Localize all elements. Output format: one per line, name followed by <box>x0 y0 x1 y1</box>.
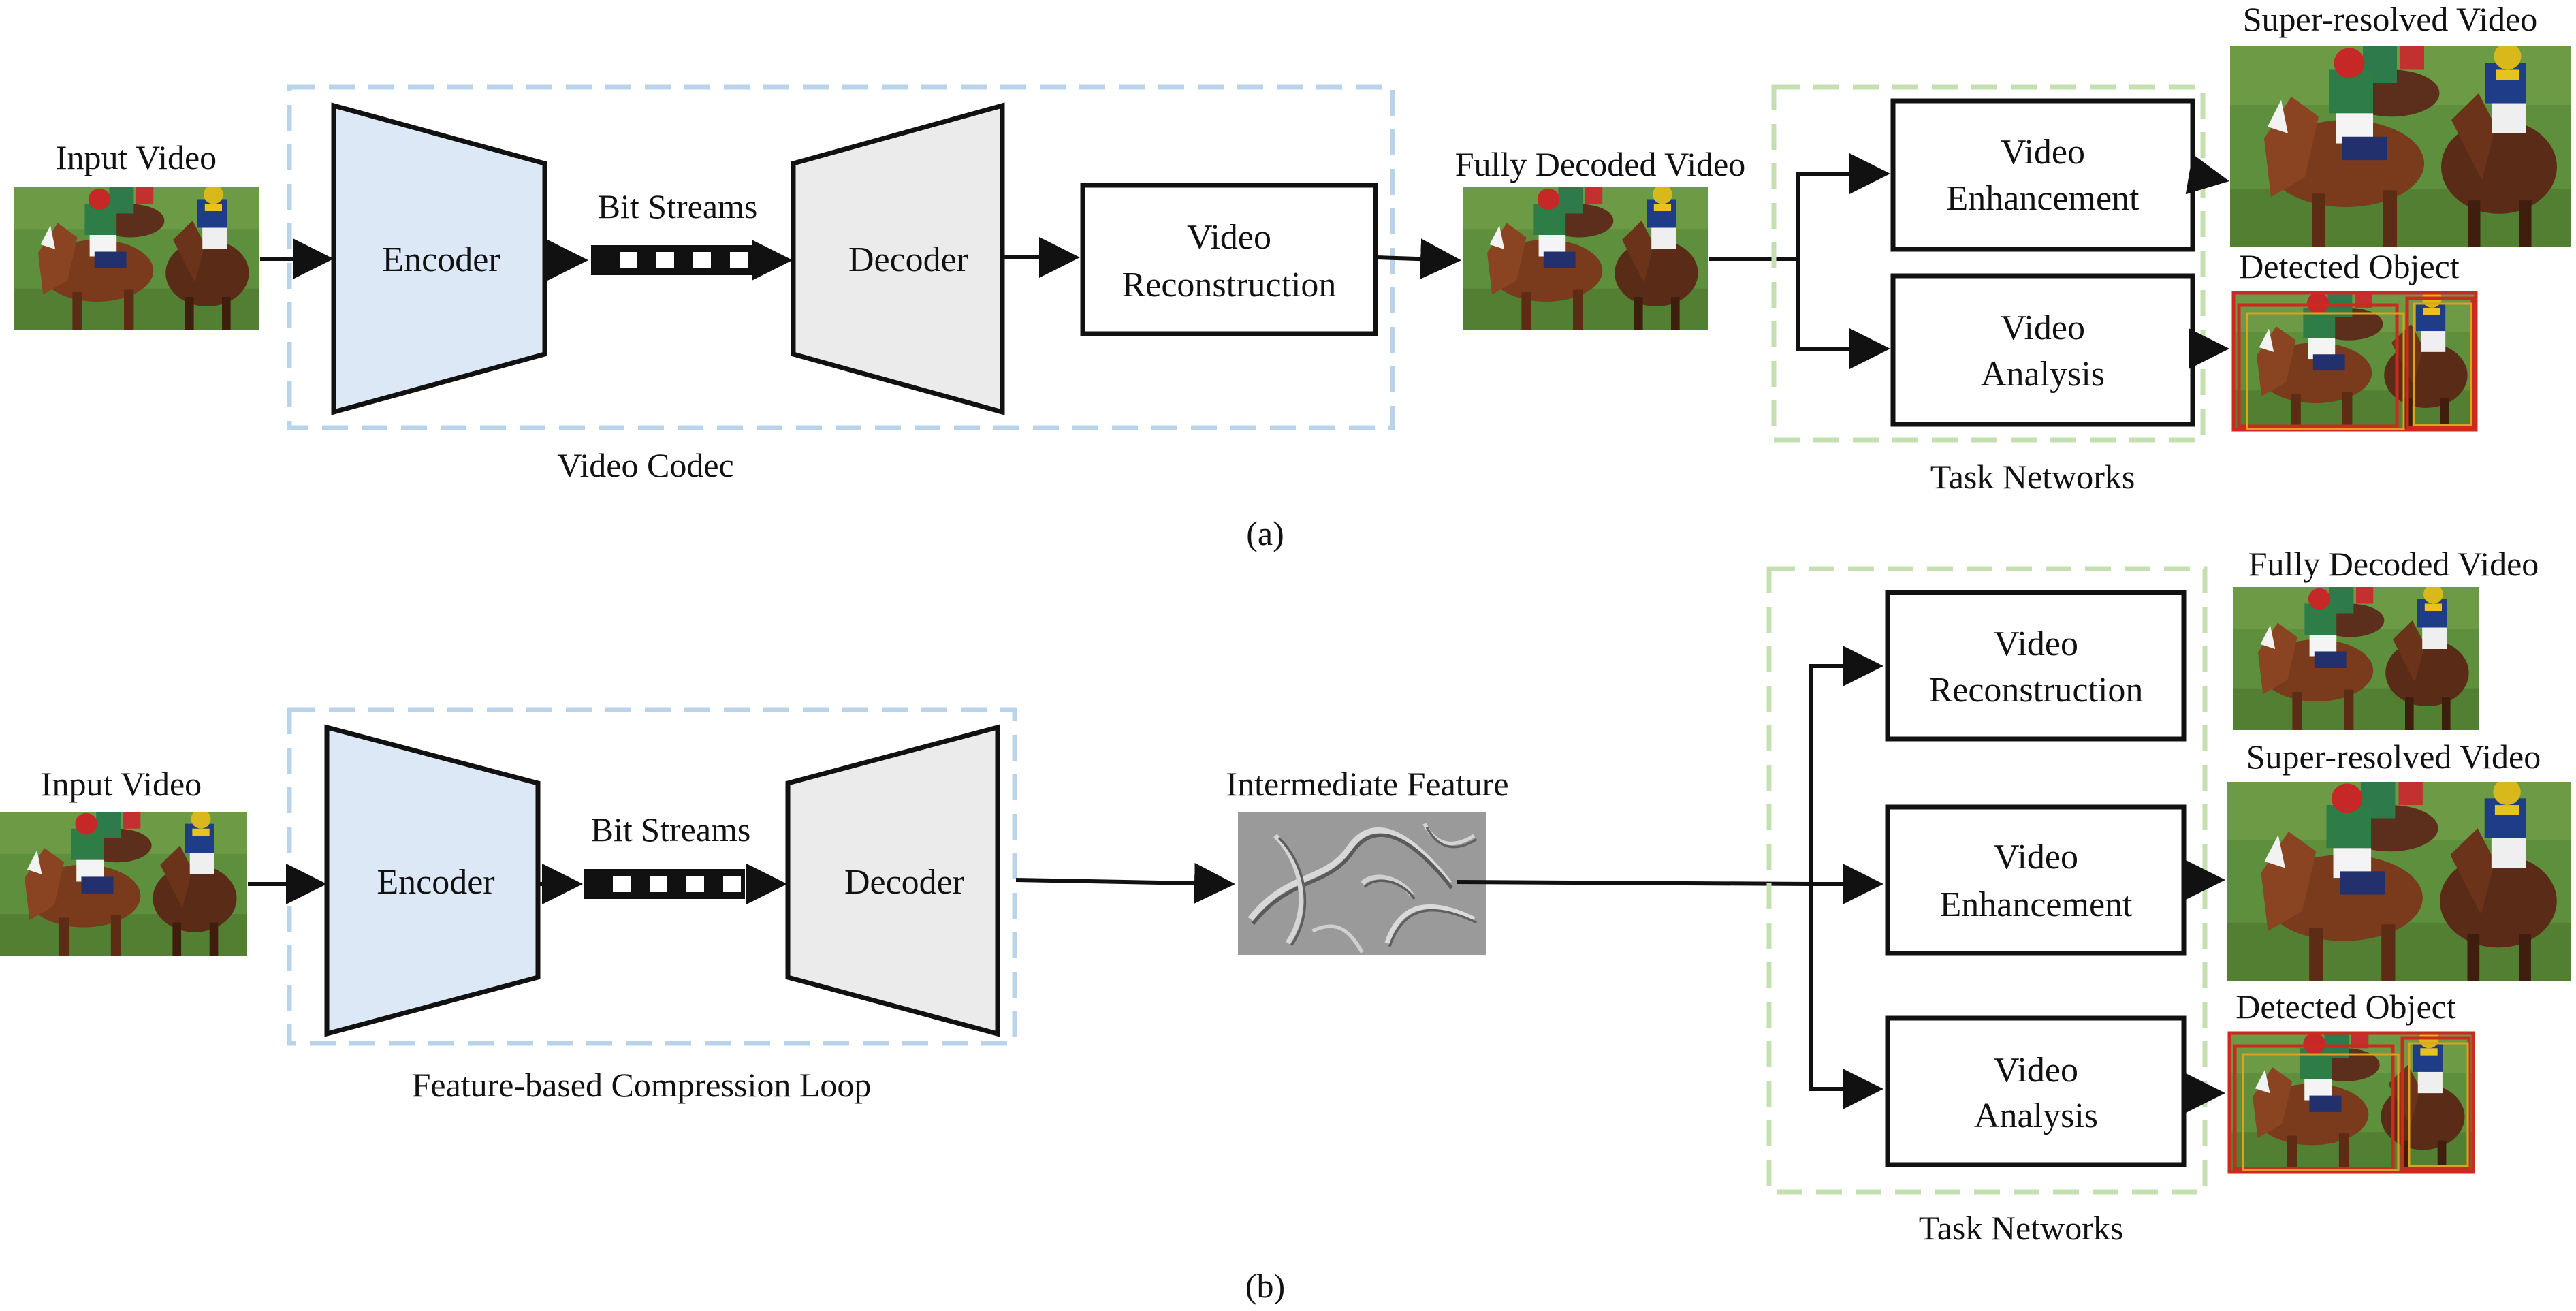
enhancement-label-line2-b: Enhancement <box>1940 885 2133 924</box>
bbox-outer-b <box>2227 1031 2475 1174</box>
arrow-reconstruction-to-decoded-a <box>1376 238 1461 280</box>
caption-b: (b) <box>1245 1267 1285 1305</box>
video-codec-label: Video Codec <box>557 446 733 484</box>
reconstruction-label-line2-b: Reconstruction <box>1929 671 2144 710</box>
bbox-right-b <box>2400 1036 2471 1171</box>
enhancement-label-line1-a: Video <box>2001 133 2085 172</box>
analysis-box-b <box>1885 1015 2187 1167</box>
task-networks-label-b: Task Networks <box>1919 1209 2124 1247</box>
bbox-left-inner-a <box>2246 312 2405 430</box>
analysis-label-line1-a: Video <box>2001 309 2085 347</box>
analysis-box-a <box>1890 273 2195 427</box>
bbox-right-inner-a <box>2413 302 2472 426</box>
reconstruction-label-line1-b: Video <box>1994 625 2078 663</box>
detected-object-label-b: Detected Object <box>2236 988 2456 1026</box>
bbox-right-inner-b <box>2408 1042 2469 1167</box>
encoder-block-a <box>331 102 547 415</box>
enhancement-box-a <box>1890 98 2195 252</box>
panel-b: Input Video Encoder Bit Streams Decoder … <box>0 545 2571 1305</box>
detected-object-label-a: Detected Object <box>2239 247 2460 285</box>
caption-a: (a) <box>1246 514 1284 552</box>
bitstream-icon-b <box>584 869 745 899</box>
panel-a: Input Video Encoder Bit Streams Decoder … <box>14 0 2571 552</box>
enhancement-label-line2-a: Enhancement <box>1947 179 2140 218</box>
detected-object-image-a <box>2232 291 2477 431</box>
input-video-label-b: Input Video <box>41 765 202 803</box>
bitstream-label-a: Bit Streams <box>598 187 758 225</box>
task-networks-frame-b <box>1766 566 2208 1195</box>
super-resolved-label-a: Super-resolved Video <box>2243 0 2537 38</box>
decoder-block-a <box>791 102 1005 415</box>
bitstream-icon-a <box>591 245 752 275</box>
decoder-label-b: Decoder <box>844 863 964 902</box>
bitstream-label-b: Bit Streams <box>591 810 751 849</box>
fully-decoded-image-b <box>2233 587 2479 730</box>
decoder-label-a: Decoder <box>848 240 968 279</box>
analysis-label-line2-b: Analysis <box>1974 1096 2098 1135</box>
fully-decoded-label-a: Fully Decoded Video <box>1455 145 1746 183</box>
super-resolved-image-a <box>2230 46 2571 247</box>
super-resolved-image-b <box>2227 782 2571 981</box>
encoder-label-b: Encoder <box>377 863 494 902</box>
reconstruction-label-line1-a: Video <box>1187 218 1271 257</box>
task-networks-label-a: Task Networks <box>1930 458 2135 496</box>
bbox-right-a <box>2405 296 2475 430</box>
bbox-left-a <box>2237 303 2399 428</box>
bbox-left-b <box>2233 1044 2395 1171</box>
task-networks-frame-a <box>1771 84 2206 443</box>
fully-decoded-label-b: Fully Decoded Video <box>2248 545 2539 583</box>
analysis-label-line2-a: Analysis <box>1981 355 2105 394</box>
encoder-block-b <box>324 724 541 1037</box>
reconstruction-label-line2-a: Reconstruction <box>1122 266 1337 304</box>
reconstruction-box-b <box>1885 590 2187 742</box>
fully-decoded-image-a <box>1463 187 1708 330</box>
enhancement-label-line1-b: Video <box>1994 838 2078 876</box>
analysis-label-line1-b: Video <box>1994 1051 2078 1090</box>
detected-object-image-b <box>2228 1032 2475 1173</box>
super-resolved-label-b: Super-resolved Video <box>2246 738 2541 776</box>
connector-feature-to-fork-b <box>1457 880 1812 886</box>
intermediate-feature-image <box>1238 812 1486 955</box>
enhancement-box-b <box>1885 804 2187 956</box>
bbox-left-inner-b <box>2242 1053 2400 1171</box>
compression-loop-label: Feature-based Compression Loop <box>412 1066 872 1104</box>
input-video-image-a <box>14 187 259 330</box>
input-video-label-a: Input Video <box>56 138 217 176</box>
reconstruction-box-a <box>1080 183 1378 336</box>
arrow-decoder-to-feature-b <box>1015 862 1235 904</box>
intermediate-feature-label: Intermediate Feature <box>1226 765 1508 803</box>
decoder-block-b <box>785 724 1000 1037</box>
input-video-image-b <box>0 812 247 956</box>
arrow-enhancement-to-sr-a <box>2185 154 2229 195</box>
encoder-label-a: Encoder <box>382 240 500 279</box>
